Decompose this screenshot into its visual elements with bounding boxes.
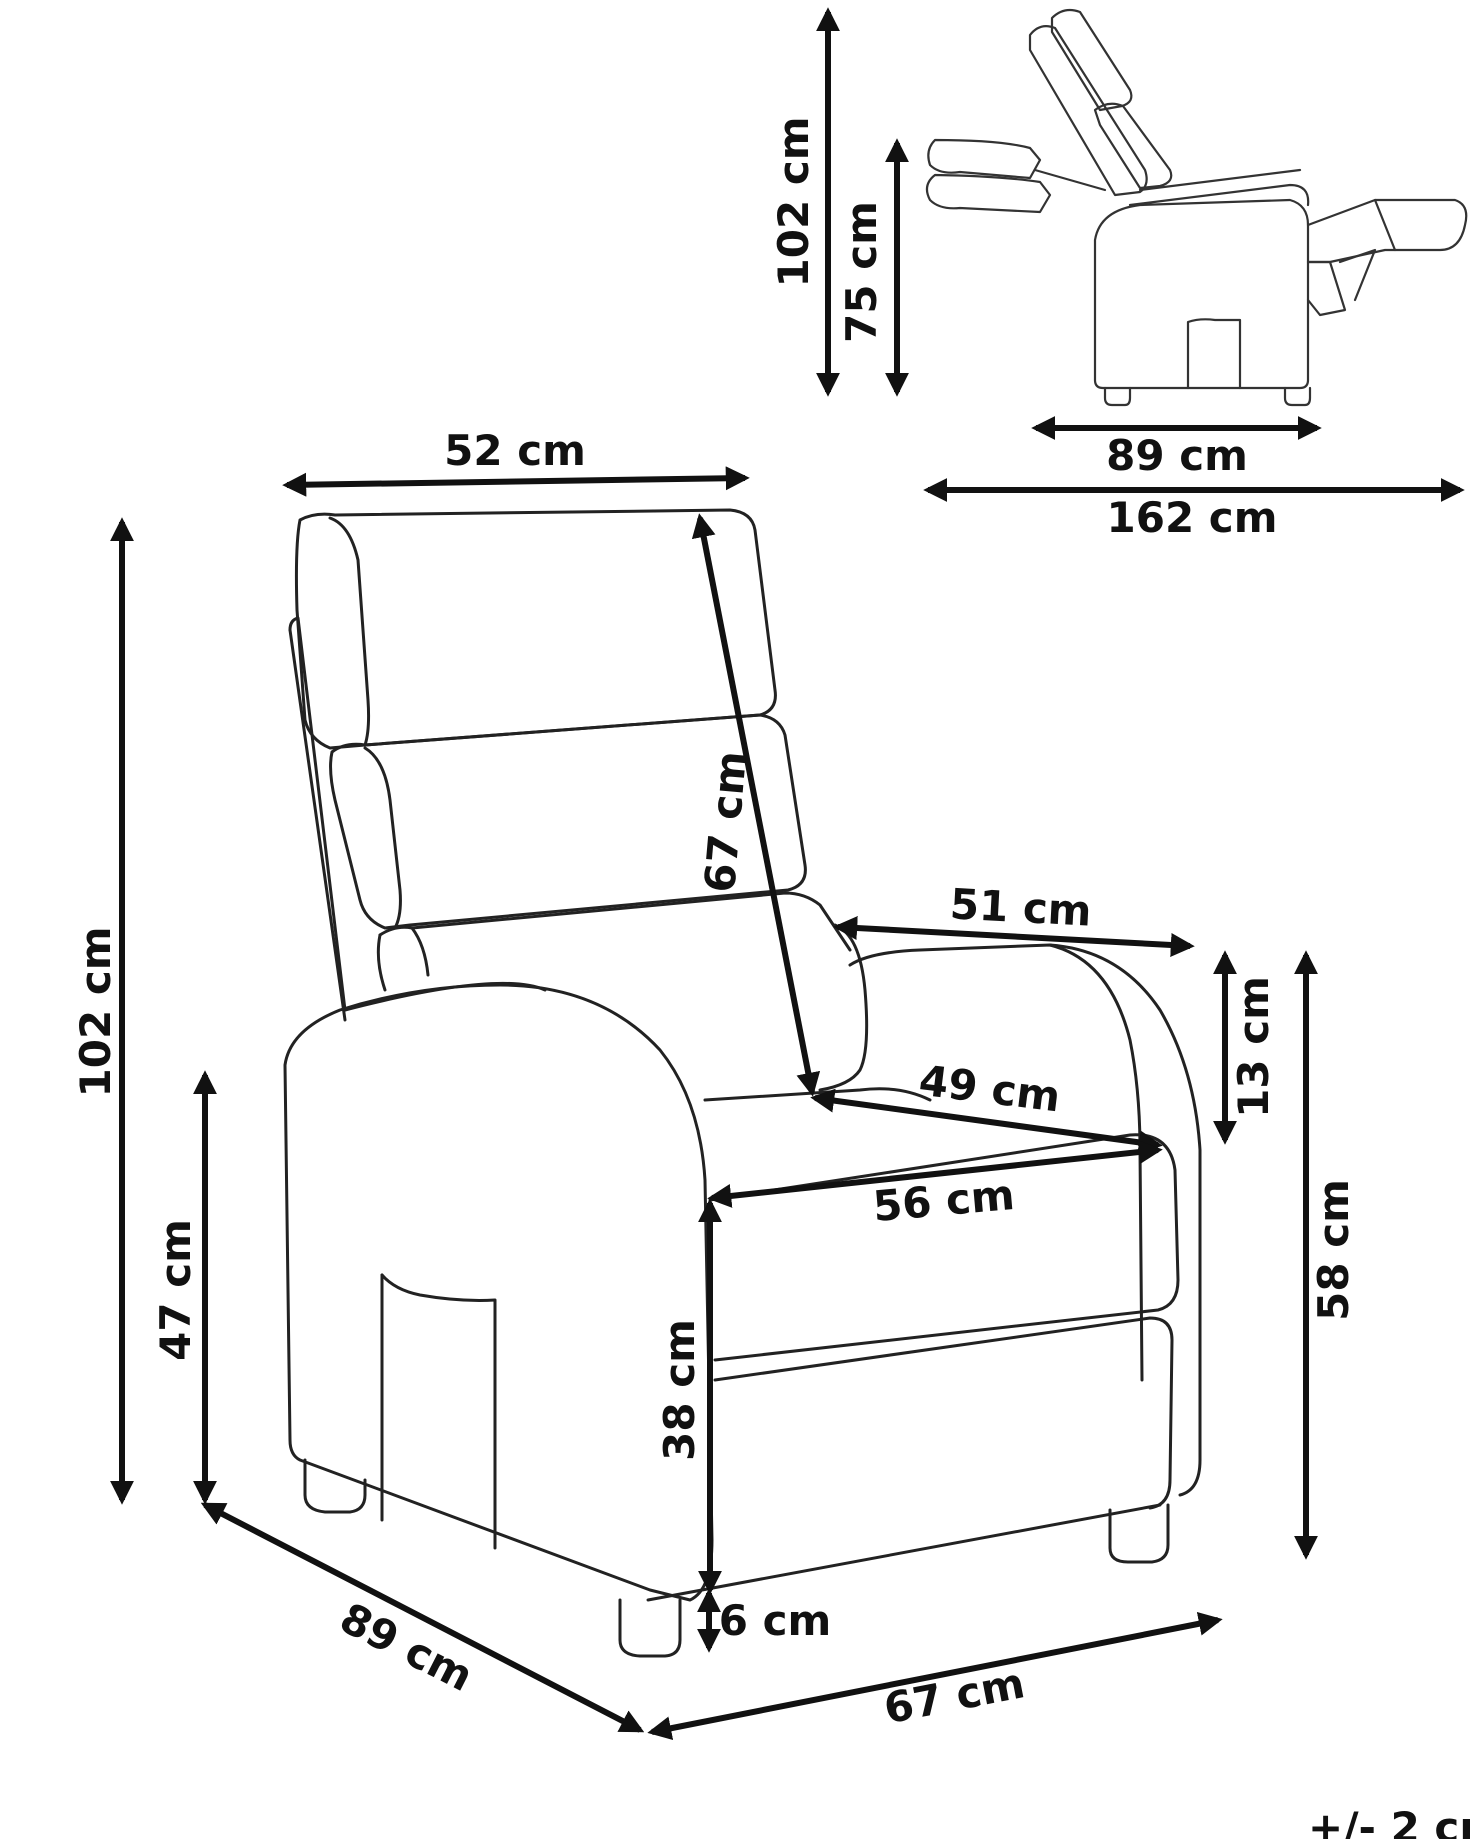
side-height-total-dim: 102 cm [769,7,840,397]
total-height-dim: 102 cm [71,517,134,1505]
seat-depth-dim: 49 cm [810,1056,1163,1155]
side-depth-seat-dim: 89 cm [1031,416,1322,480]
side-depth-reclined-dim: 162 cm [923,478,1465,542]
back-width-label: 52 cm [444,426,586,475]
armrest-depth-dim: 51 cm [833,879,1195,957]
armrest-height-dim: 13 cm [1213,950,1278,1145]
arm-floor-height-label: 58 cm [1309,1179,1358,1321]
side-height-total-label: 102 cm [769,117,818,288]
total-height-label: 102 cm [71,927,120,1098]
side-depth-seat-label: 89 cm [1106,431,1248,480]
side-height-label: 47 cm [151,1219,200,1361]
seat-height-dim: 38 cm [655,1198,722,1595]
side-height-back-dim: 75 cm [837,138,909,397]
back-width-dim: 52 cm [282,426,750,497]
armrest-depth-label: 51 cm [949,879,1093,935]
armrest-height-label: 13 cm [1229,976,1278,1118]
seat-depth-label: 49 cm [916,1056,1063,1122]
arm-floor-height-dim: 58 cm [1294,950,1358,1560]
side-depth-reclined-label: 162 cm [1107,493,1278,542]
backrest-height-label: 67 cm [695,749,756,894]
front-view-chair [283,508,1202,1658]
leg-height-dim: 6 cm [697,1588,832,1653]
leg-height-label: 6 cm [719,1596,832,1645]
side-height-dim: 47 cm [151,1070,217,1505]
side-height-back-label: 75 cm [837,201,886,343]
seat-width-dim: 56 cm [707,1140,1163,1231]
seat-height-label: 38 cm [655,1319,704,1461]
tolerance-note: +/- 2 cm [1308,1803,1470,1839]
depth-dim: 89 cm [200,1502,645,1733]
side-view-chair [925,8,1468,407]
